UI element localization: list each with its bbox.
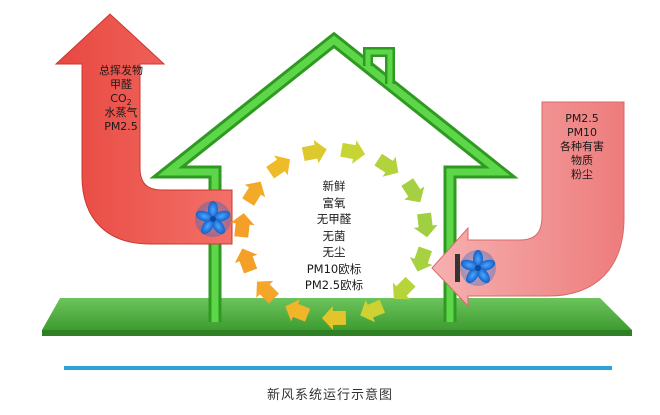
circulation-arrow [256, 280, 279, 304]
circulation-arrow [374, 153, 399, 177]
benefit-item: 无尘 [322, 245, 346, 259]
intake-item: PM10 [566, 126, 598, 139]
subscript: 2 [126, 98, 132, 108]
benefit-item: 富氧 [322, 195, 346, 210]
exhaust-arrow [54, 13, 233, 245]
exhaust-item: 水蒸气 [104, 106, 138, 119]
circulation-arrow [321, 306, 346, 331]
circulation-arrow [266, 155, 290, 179]
fresh-air-benefits: 新鲜 富氧 无甲醛 无菌 无尘 PM10欧标 PM2.5欧标 [286, 178, 382, 294]
exhaust-item: CO2 [110, 92, 132, 108]
benefit-item: PM10欧标 [306, 261, 362, 276]
exhaust-pollutant-list: 总挥发物 甲醛 CO2 水蒸气 PM2.5 [80, 64, 162, 134]
circulation-arrow [413, 212, 438, 238]
circulation-arrow [392, 276, 416, 300]
intake-item: 粉尘 [571, 168, 593, 181]
circulation-arrow [242, 181, 266, 206]
vent-grille [455, 254, 460, 282]
intake-item: PM2.5 [565, 112, 599, 125]
intake-item: 物质 [571, 154, 593, 167]
circulation-arrow [234, 248, 258, 274]
fan-icon [195, 201, 231, 237]
intake-pollutant-list: PM2.5 PM10 各种有害 物质 粉尘 [544, 112, 620, 182]
benefit-item: 新鲜 [322, 179, 346, 193]
circulation-arrow [285, 299, 311, 322]
circulation-arrow [340, 140, 366, 164]
exhaust-item: 总挥发物 [99, 64, 143, 77]
circulation-arrows [230, 139, 438, 331]
circulation-arrow [401, 178, 425, 203]
circulation-arrow [230, 213, 255, 238]
diagram-caption: 新风系统运行示意图 [266, 388, 393, 403]
circulation-arrow [360, 299, 386, 323]
circulation-arrow [301, 139, 327, 164]
intake-item: 各种有害 [560, 140, 604, 153]
circulation-arrow [409, 246, 433, 272]
house-outline [149, 31, 519, 322]
benefit-item: 无甲醛 [316, 212, 352, 226]
exhaust-item: PM2.5 [104, 120, 138, 133]
fan-icon [460, 250, 496, 286]
benefit-item: PM2.5欧标 [304, 278, 364, 292]
benefit-item: 无菌 [322, 228, 346, 243]
exhaust-item: 甲醛 [110, 78, 132, 91]
divider-line [64, 366, 612, 370]
